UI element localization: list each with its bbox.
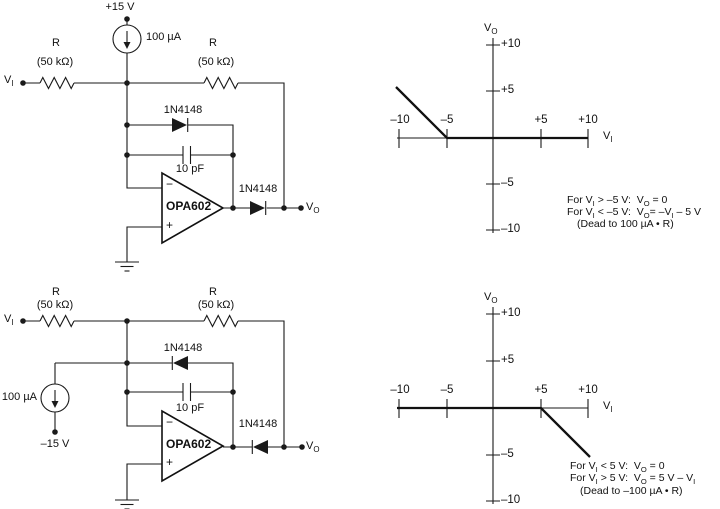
resistor-right-symbol [203,314,239,328]
formula-line: For VI < 5 V: VO = 0 [570,460,665,475]
ground-icon [114,261,140,272]
feedback-diode-label: 1N4148 [163,104,203,116]
resistor-name: R [209,286,217,298]
y-tick-label: –10 [501,223,521,235]
feedback-diode-icon [171,117,189,133]
feedback-diode-icon [171,355,189,371]
current-source-icon [112,24,142,54]
x-tick-label: –5 [440,384,454,396]
current-source-label: 100 µA [146,31,182,43]
y-tick-label: –10 [501,494,521,506]
output-diode-label: 1N4148 [238,183,278,195]
capacitor-symbol [182,382,192,402]
y-tick-label: –5 [501,177,514,189]
y-axis-label: VO [484,291,498,306]
resistor-value: (50 kΩ) [36,56,74,68]
top-circuit [20,16,304,272]
capacitor-label: 10 pF [175,402,205,414]
bottom-circuit [20,314,305,509]
y-tick-label: +10 [501,38,521,50]
wires [23,19,301,262]
x-tick-label: +10 [578,384,598,396]
supply-label: +15 V [105,1,135,13]
input-label: VI [4,74,14,89]
noninverting-input-sign: + [166,218,174,232]
resistor-left-symbol [39,76,75,90]
x-tick-label: +5 [534,114,548,126]
x-tick-label: –10 [390,384,410,396]
resistor-name: R [209,37,217,49]
output-diode-icon [251,439,269,455]
noninverting-input-sign: + [166,455,174,469]
capacitor-symbol [182,145,192,165]
y-tick-label: +5 [501,84,515,96]
resistor-left-symbol [39,314,75,328]
x-tick-label: +5 [534,384,548,396]
feedback-diode-label: 1N4148 [163,342,203,354]
current-source-icon [40,383,70,413]
axes [397,307,589,504]
x-axis-label: VI [603,400,613,415]
output-label: VO [306,440,320,455]
output-diode-icon [249,200,267,216]
formula-line: (Dead to –100 µA • R) [580,485,683,497]
x-tick-label: –5 [440,114,454,126]
ground-icon [114,499,140,509]
top-graph [395,38,589,233]
formula-line: For VI > 5 V: VO = 5 V – VI [570,472,696,487]
formula-line: (Dead to 100 µA • R) [577,218,674,230]
y-tick-label: +5 [501,354,515,366]
y-tick-label: –5 [501,448,514,460]
resistor-name: R [52,286,60,298]
output-diode-label: 1N4148 [238,418,278,430]
resistor-right-symbol [203,76,239,90]
input-label: VI [4,313,14,328]
x-tick-label: +10 [578,114,598,126]
transfer-curve [395,86,588,140]
inverting-input-sign: − [166,177,174,191]
current-source-label: 100 µA [1,391,37,403]
opamp-part-label: OPA602 [166,437,212,451]
opamp-part-label: OPA602 [166,199,212,213]
inverting-input-sign: − [166,415,174,429]
resistor-value: (50 kΩ) [197,56,235,68]
formula-line: For VI > –5 V: VO = 0 [567,194,668,209]
bottom-graph [397,307,591,504]
x-axis-label: VI [603,130,613,145]
x-tick-label: –10 [390,114,410,126]
y-tick-label: +10 [501,307,521,319]
capacitor-label: 10 pF [175,163,205,175]
resistor-name: R [52,37,60,49]
output-label: VO [306,201,320,216]
wires [23,320,302,500]
y-axis-label: VO [484,22,498,37]
formula-line: For VI < –5 V: VO= –VI – 5 V [567,206,702,221]
supply-label: –15 V [40,438,70,450]
axes [397,38,589,233]
resistor-value: (50 kΩ) [197,299,235,311]
transfer-curve [397,406,591,458]
resistor-value: (50 kΩ) [36,299,74,311]
